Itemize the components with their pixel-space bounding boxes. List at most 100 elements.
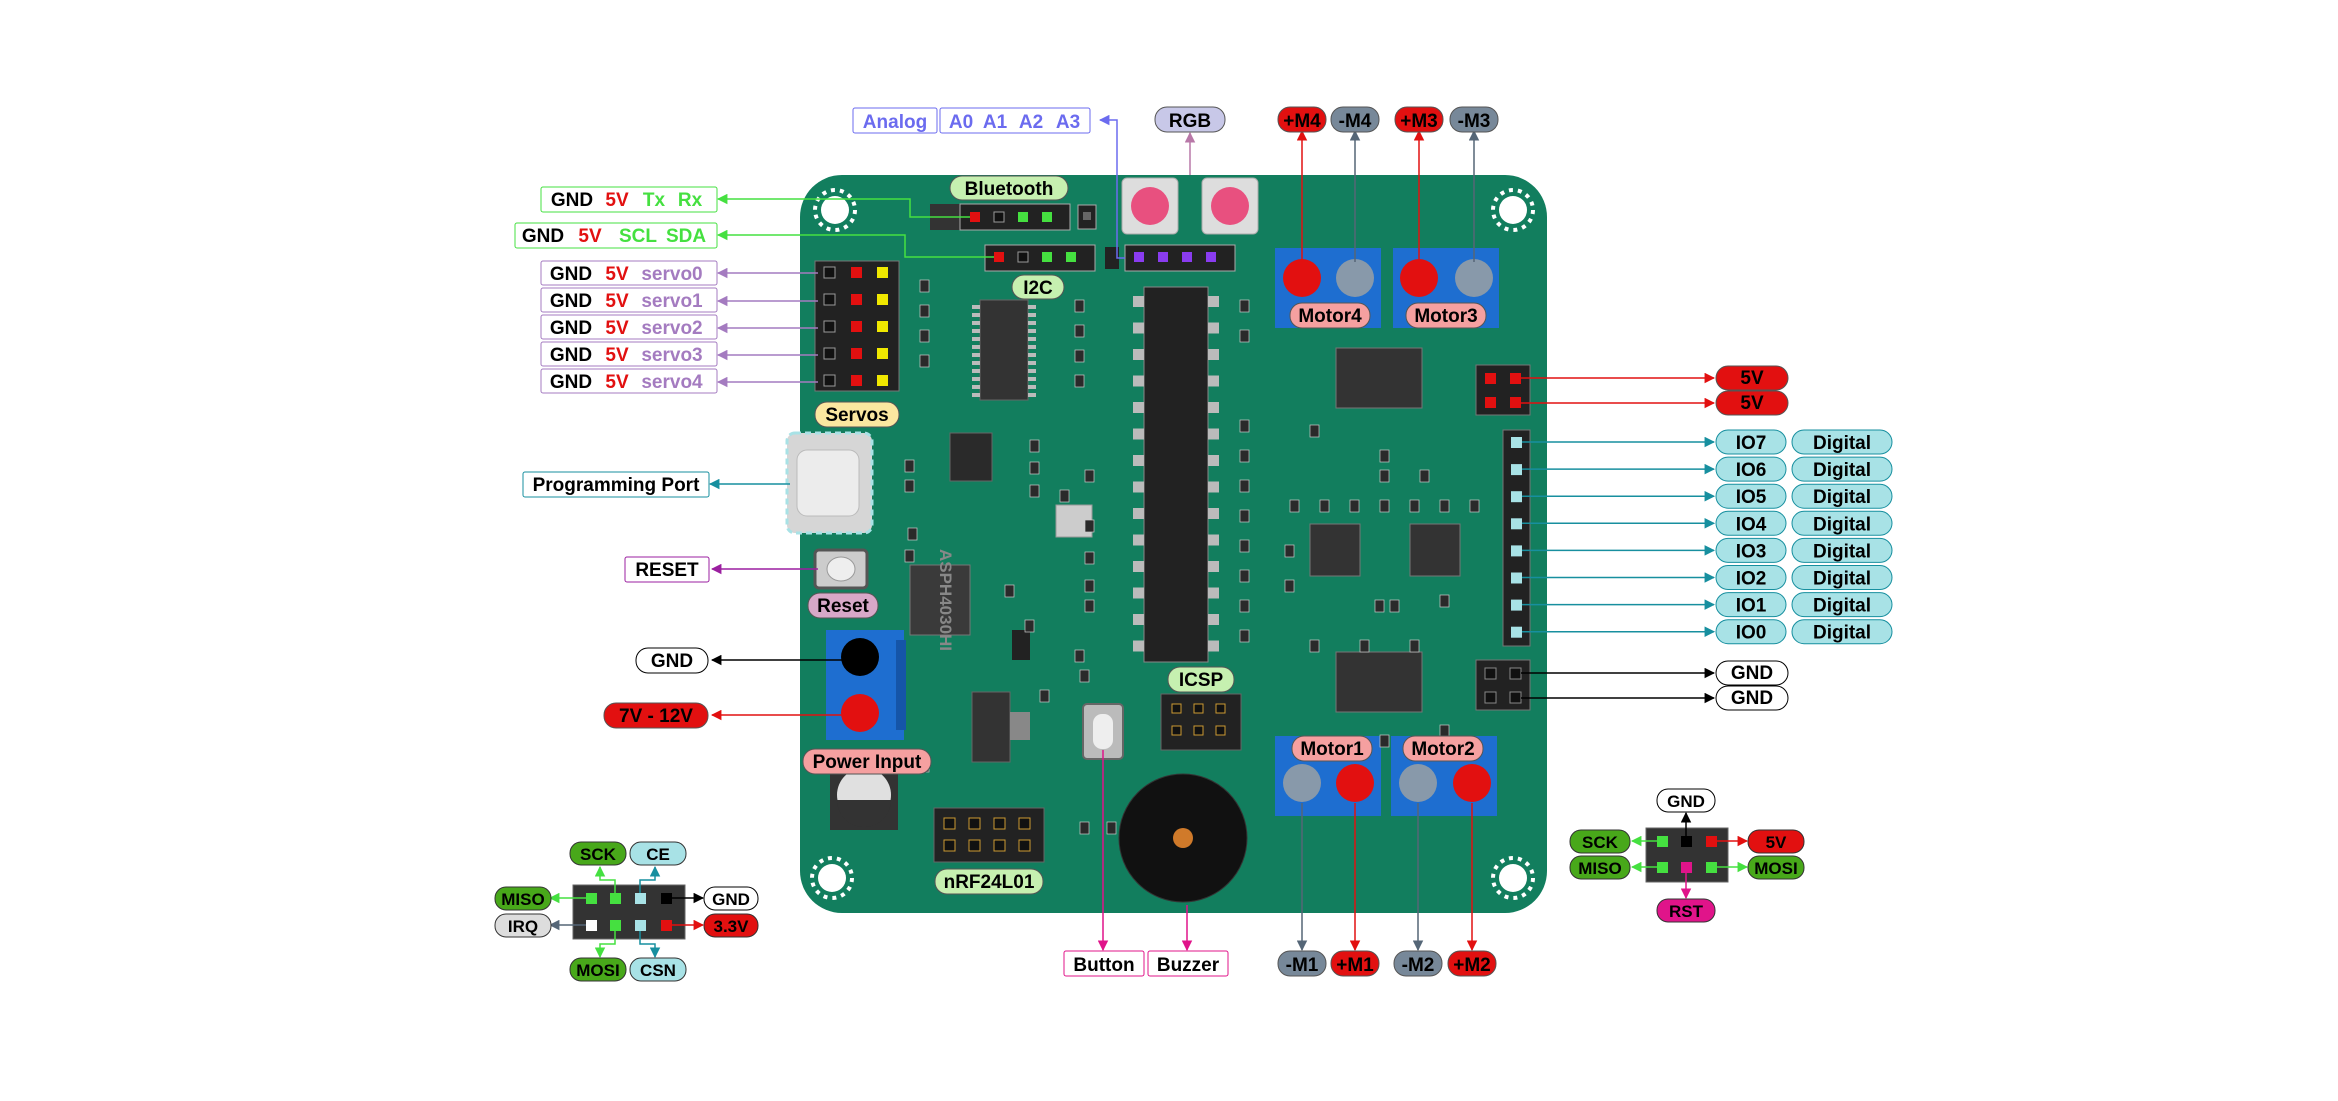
smd-component [1074, 324, 1085, 338]
voltage-regulator [971, 691, 1011, 763]
chip-regulator [949, 432, 993, 482]
pcb-board: ASPH4030HI [785, 175, 1547, 913]
right-gnd-a: GND [1731, 663, 1773, 684]
dip-pin [1133, 508, 1144, 519]
smd-component [1029, 439, 1040, 453]
smd-component [1239, 329, 1250, 343]
smd-component [1079, 821, 1090, 835]
user-button[interactable] [1082, 703, 1124, 760]
bt-5v: 5V [605, 190, 629, 211]
io-pin-label: IO2 [1736, 569, 1767, 590]
nrf-ce: CE [646, 845, 670, 864]
dip-pin [1133, 296, 1144, 307]
icsp-5v: 5V [1766, 833, 1787, 852]
motor2-label: Motor2 [1411, 739, 1474, 760]
smd-components [904, 279, 1480, 835]
io-type-pill [1791, 592, 1893, 618]
button-buzzer-labels: Button Buzzer [1063, 950, 1229, 977]
servo-pin-signal [877, 267, 888, 278]
motor-bottom-labels: -M1 +M1 -M2 +M2 [1277, 950, 1497, 977]
mounting-hole-top-left [813, 188, 857, 232]
smd-component [1074, 374, 1085, 388]
bt-gnd: GND [551, 190, 593, 211]
dip-pin [1208, 481, 1219, 493]
servo-pin-signal [877, 375, 888, 386]
io-pin [1511, 572, 1522, 584]
motor3-label: Motor3 [1414, 306, 1477, 327]
servo-pin-5v [851, 267, 862, 278]
right-gnd-b: GND [1731, 688, 1773, 709]
io-type-pill [1791, 483, 1893, 509]
rgb-label: RGB [1169, 111, 1211, 132]
power-terminal-block [826, 630, 906, 740]
ic-pin [1028, 305, 1036, 309]
io-type-label: Digital [1813, 487, 1871, 508]
smd-component [1284, 544, 1295, 558]
pin-minus-m2: -M2 [1402, 955, 1435, 976]
reset-pin-label: RESET [635, 560, 699, 581]
reset-button[interactable] [813, 548, 869, 590]
servo-label-box [540, 341, 718, 367]
ic-pin [1028, 377, 1036, 381]
smd-component [1084, 519, 1095, 533]
ic-pin [1028, 361, 1036, 365]
rgb-led-left [1121, 177, 1179, 235]
io-pin-pill [1715, 456, 1787, 482]
dip-pin [1208, 508, 1219, 519]
servo-gnd: GND [550, 318, 592, 339]
io-type-pill [1791, 619, 1893, 645]
smd-component [1239, 509, 1250, 523]
servo-name: servo4 [641, 372, 703, 393]
smd-component [1039, 689, 1050, 703]
smd-component [1029, 461, 1040, 475]
icsp-gnd: GND [1667, 792, 1705, 811]
smd-component [1239, 479, 1250, 493]
nrf-pinout-inset: SCK CE MISO GND IRQ 3.3V MOSI CSN [494, 841, 759, 982]
smd-component [1319, 499, 1330, 513]
i2c-sda: SDA [666, 226, 706, 247]
bluetooth-pins-label: GND 5V Tx Rx [540, 186, 718, 213]
io-pin-pill [1715, 510, 1787, 536]
smd-component [1309, 639, 1320, 653]
io-pin-pill [1715, 537, 1787, 563]
motor-driver-chip-bottom [1335, 651, 1423, 713]
small-chip [1012, 630, 1030, 660]
io-pin [1511, 464, 1522, 476]
usb-c-port[interactable] [785, 431, 874, 535]
smd-component [1349, 499, 1360, 513]
io-type-label: Digital [1813, 623, 1871, 644]
servo-5v: 5V [605, 372, 629, 393]
smd-component [1379, 734, 1390, 748]
smd-component [919, 329, 930, 343]
smd-component [1024, 619, 1035, 633]
dip-pin [1133, 428, 1144, 440]
smd-component [1284, 579, 1295, 593]
io-pin [1511, 518, 1522, 530]
dip-pin [1133, 587, 1144, 599]
i2c-header [984, 244, 1119, 272]
dip-pin [1133, 534, 1144, 546]
dip-pin [1133, 614, 1144, 625]
nrf-socket-pin [1018, 839, 1031, 852]
servo-pin-5v [851, 294, 862, 305]
smd-component [904, 459, 915, 473]
servo-pin-gnd [823, 266, 836, 279]
nrf-socket-pin [943, 839, 956, 852]
servo-5v: 5V [605, 318, 629, 339]
icsp-pinout-inset: GND SCK 5V MISO MOSI RST [1569, 788, 1805, 923]
servo-pin-signal [877, 348, 888, 359]
smd-component [1084, 579, 1095, 593]
servo-pin-5v [851, 321, 862, 332]
servo-label-box [540, 314, 718, 340]
dip-pin [1133, 561, 1144, 572]
io-pin-pill [1715, 592, 1787, 618]
servo-pin-5v [851, 375, 862, 386]
smd-component [1239, 569, 1250, 583]
right-5v-header [1475, 364, 1531, 416]
smd-component [1074, 349, 1085, 363]
analog-label-group: Analog A0 A1 A2 A3 [852, 107, 1091, 134]
servo-name: servo0 [641, 264, 702, 285]
ic-pin [972, 377, 980, 381]
smd-component [1379, 499, 1390, 513]
servo-pin-signal [877, 294, 888, 305]
